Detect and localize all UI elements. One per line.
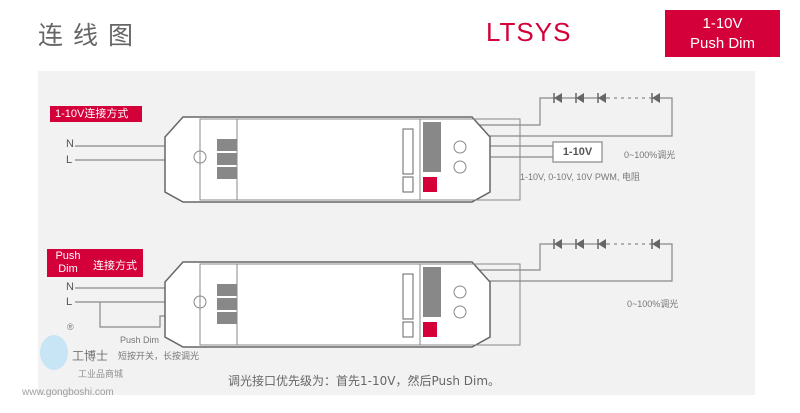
dimming-range: 0~100%调光 — [627, 299, 679, 309]
live-label: L — [66, 154, 73, 166]
dimming-range: 0~100%调光 — [624, 150, 676, 160]
watermark: 工博士 ® 工业品商城 www.gongboshi.com — [22, 322, 190, 405]
watermark-url: www.gongboshi.com — [22, 387, 114, 398]
tag-push-dim: Push Dim — [55, 250, 81, 275]
switch-label: Push Dim — [120, 335, 160, 345]
neutral-label: N — [66, 281, 74, 293]
page-title: 连线图 — [38, 21, 144, 50]
registered-mark: ® — [67, 322, 74, 332]
dimmer-types: 1-10V, 0-10V, 10V PWM, 电阻 — [520, 172, 640, 182]
badge-line-1: 1-10V — [702, 15, 743, 32]
led-driver-2 — [164, 261, 521, 348]
badge-line-2: Push Dim — [689, 35, 756, 52]
live-label: L — [66, 296, 73, 308]
section2-tag: Push Dim 连接方式 — [47, 249, 143, 277]
switch-desc: 短按开关，长按调光 — [118, 351, 200, 361]
priority-note: 调光接口优先级为：首先1-10V，然后Push Dim。 — [228, 374, 501, 388]
watermark-subtitle: 工业品商城 — [78, 369, 124, 379]
tag-connection: 连接方式 — [93, 260, 137, 272]
led-driver-1 — [164, 116, 521, 203]
watermark-brand: 工博士 — [72, 349, 109, 363]
neutral-label: N — [66, 138, 74, 150]
product-badge: 1-10V Push Dim — [665, 10, 780, 57]
dimmer-box-label: 1-10V — [562, 146, 593, 158]
section1-tag: 1-10V连接方式 — [50, 106, 142, 122]
brand-logo: LTSYS — [486, 17, 572, 47]
mascot-icon — [40, 335, 68, 370]
